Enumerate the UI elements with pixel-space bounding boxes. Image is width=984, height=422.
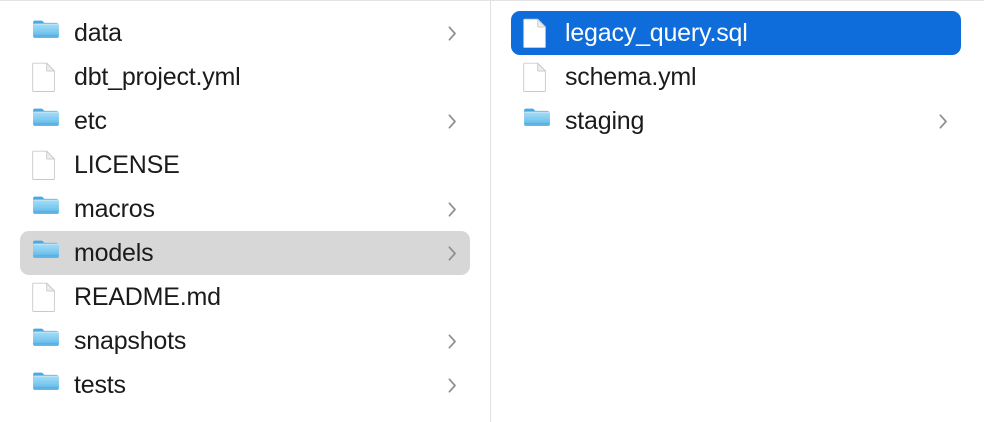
row-label: dbt_project.yml (74, 63, 241, 91)
document-icon (523, 62, 551, 92)
file-row[interactable]: README.md (20, 275, 470, 319)
folder-icon (32, 238, 60, 268)
chevron-right-icon (446, 375, 458, 395)
file-row[interactable]: LICENSE (20, 143, 470, 187)
file-row[interactable]: legacy_query.sql (511, 11, 961, 55)
document-icon (32, 150, 60, 180)
row-label: snapshots (74, 327, 187, 355)
row-label: LICENSE (74, 151, 180, 179)
document-icon (523, 18, 551, 48)
row-label: data (74, 19, 122, 47)
row-label: legacy_query.sql (565, 19, 748, 47)
file-row[interactable]: dbt_project.yml (20, 55, 470, 99)
folder-row[interactable]: tests (20, 363, 470, 407)
folder-row[interactable]: etc (20, 99, 470, 143)
chevron-right-icon (446, 331, 458, 351)
chevron-right-icon (446, 243, 458, 263)
folder-icon (32, 106, 60, 136)
chevron-right-icon (446, 111, 458, 131)
row-label: models (74, 239, 154, 267)
chevron-right-icon (446, 199, 458, 219)
row-label: staging (565, 107, 645, 135)
file-browser-column-child[interactable]: legacy_query.sql schema.yml staging (491, 1, 983, 422)
folder-icon (523, 106, 551, 136)
folder-row[interactable]: macros (20, 187, 470, 231)
row-label: macros (74, 195, 155, 223)
chevron-right-icon (937, 111, 949, 131)
row-label: schema.yml (565, 63, 697, 91)
folder-row[interactable]: staging (511, 99, 961, 143)
document-icon (32, 62, 60, 92)
folder-icon (32, 326, 60, 356)
chevron-right-icon (446, 23, 458, 43)
document-icon (32, 282, 60, 312)
row-label: tests (74, 371, 126, 399)
row-label: etc (74, 107, 107, 135)
file-row[interactable]: schema.yml (511, 55, 961, 99)
folder-row[interactable]: data (20, 11, 470, 55)
folder-icon (32, 370, 60, 400)
row-label: README.md (74, 283, 221, 311)
folder-row[interactable]: snapshots (20, 319, 470, 363)
folder-row[interactable]: models (20, 231, 470, 275)
folder-icon (32, 18, 60, 48)
folder-icon (32, 194, 60, 224)
